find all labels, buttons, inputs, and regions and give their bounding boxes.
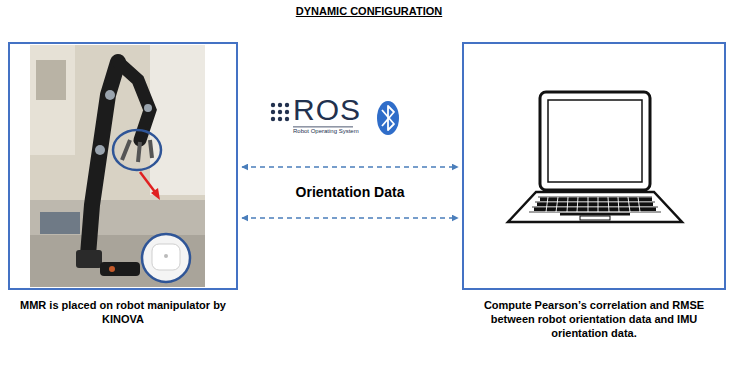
panel-caption: MMR is placed on robot manipulator by KI… [8, 298, 238, 326]
robot-photo [30, 45, 205, 287]
laptop-icon [508, 92, 682, 222]
bluetooth-icon [377, 101, 399, 135]
arrow-label: Orientation Data [250, 184, 450, 200]
diagram-title: DYNAMIC CONFIGURATION [0, 5, 738, 17]
logo-text: ROS [293, 93, 361, 128]
data-link-arrow [242, 217, 458, 219]
logo-subtitle: Robot Operating System [293, 128, 359, 135]
panel-caption: Compute Pearson’s correlation and RMSE b… [462, 298, 726, 340]
panel-border [8, 42, 238, 290]
figure-panel: MMR is placed on robot manipulator by KI… [8, 42, 238, 326]
figure-panel: Compute Pearson’s correlation and RMSE b… [462, 42, 726, 340]
data-link-arrow [242, 166, 458, 168]
panel-border [462, 42, 726, 290]
